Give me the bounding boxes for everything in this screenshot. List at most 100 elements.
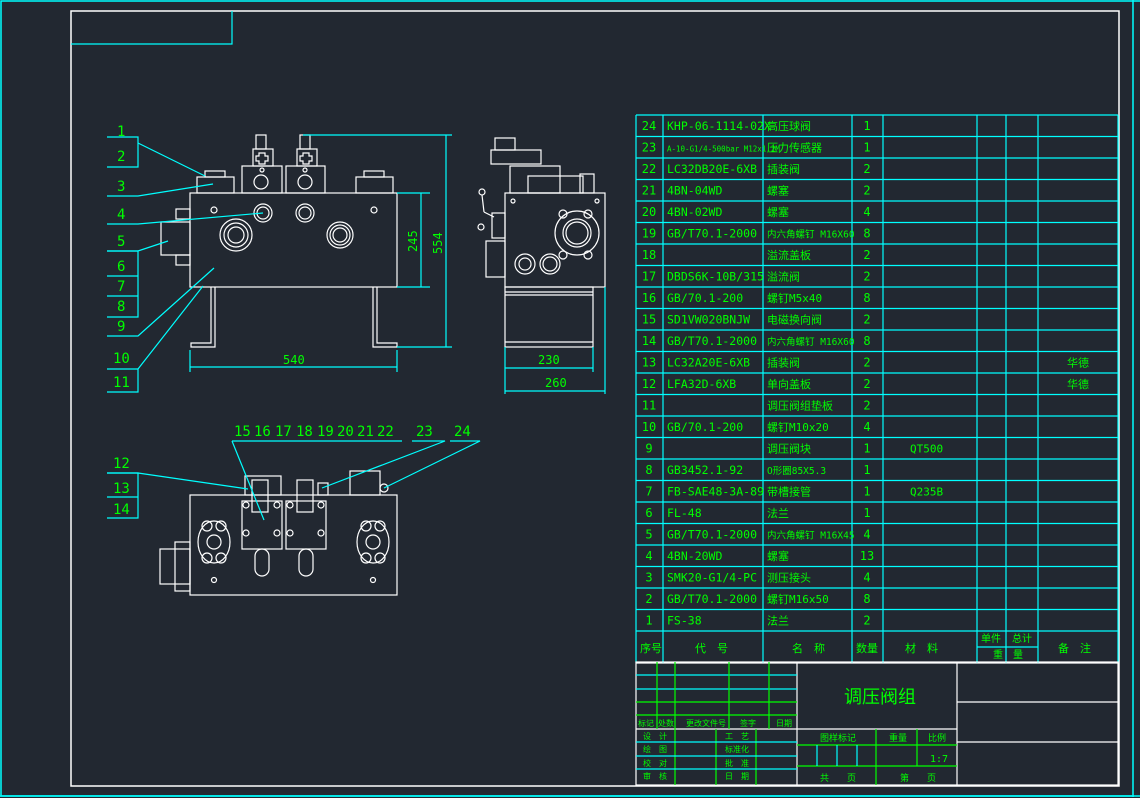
bom-cell-code: 4BN-02WD (667, 205, 722, 219)
bom-cell-code: GB/70.1-200 (667, 291, 743, 305)
dim-width-230: 230 (538, 353, 560, 367)
rev-header-sign: 签字 (740, 718, 756, 728)
drawing-code-box (71, 11, 233, 45)
bom-cell-no: 15 (642, 313, 656, 327)
bom-cell-code: GB/70.1-200 (667, 420, 743, 434)
bom-cell-code: GB/T70.1-2000 (667, 334, 757, 348)
balloon-18: 18 (296, 424, 313, 440)
bom-cell-name: 内六角螺钉 M16X60 (767, 336, 855, 348)
bom-cell-qty: 8 (863, 592, 870, 606)
label-review: 审 核 (643, 771, 667, 781)
balloon-6: 6 (117, 259, 125, 275)
balloon-16: 16 (254, 424, 271, 440)
bom-cell-qty: 2 (863, 248, 870, 262)
balloon-2: 2 (117, 149, 125, 165)
rev-header-date: 日期 (776, 719, 792, 728)
bom-cell-no: 12 (642, 377, 656, 391)
bom-cell-code: GB3452.1-92 (667, 463, 743, 477)
bom-cell-qty: 2 (863, 313, 870, 327)
bom-cell-name: 螺钉M16x50 (767, 593, 829, 606)
bom-cell-name: 内六角螺钉 M16X60 (767, 229, 855, 241)
bom-cell-remark: 华德 (1067, 377, 1089, 391)
label-stage: 图样标记 (820, 732, 856, 744)
bom-header-qty: 数量 (856, 642, 878, 655)
bom-cell-no: 20 (642, 205, 656, 219)
bom-cell-qty: 2 (863, 162, 870, 176)
side-view (477, 137, 606, 348)
bom-cell-no: 11 (642, 399, 656, 413)
bom-cell-name: 螺塞 (767, 184, 789, 198)
bom-cell-name: 法兰 (767, 506, 789, 520)
bom-cell-qty: 1 (863, 485, 870, 499)
balloon-8: 8 (117, 299, 125, 315)
balloon-7: 7 (117, 279, 125, 295)
bom-cell-no: 24 (642, 119, 656, 133)
balloon-10: 10 (113, 351, 130, 367)
bom-cell-no: 22 (642, 162, 656, 176)
bom-cell-no: 6 (645, 506, 652, 520)
dim-width-540: 540 (283, 353, 305, 367)
label-approve: 批 准 (725, 758, 749, 768)
bom-cell-name: O形圈85X5.3 (767, 465, 826, 477)
bom-cell-name: 内六角螺钉 M16X45 (767, 530, 855, 542)
bom-cell-no: 4 (645, 549, 652, 563)
bom-cell-code: FL-48 (667, 506, 702, 520)
bom-cell-code: GB/T70.1-2000 (667, 227, 757, 241)
rev-header-mark: 标记 (638, 718, 654, 728)
balloon-20: 20 (337, 424, 354, 440)
bom-cell-name: 压力传感器 (767, 142, 822, 155)
bom-cell-name: 调压阀组垫板 (767, 399, 833, 413)
bom-cell-no: 19 (642, 227, 656, 241)
rev-header-count: 处数 (658, 718, 674, 728)
bom-cell-code: FS-38 (667, 614, 702, 628)
label-sheet-no: 第 页 (900, 772, 936, 784)
drawing-title: 调压阀组 (844, 687, 916, 708)
bom-cell-no: 10 (642, 420, 656, 434)
bom-cell-material: Q235B (910, 486, 943, 499)
bom-header-weight: 重 量 (993, 648, 1023, 661)
bom-header-remark: 备 注 (1058, 641, 1091, 655)
bom-cell-qty: 1 (863, 463, 870, 477)
bom-cell-no: 17 (642, 270, 656, 284)
dim-height-245: 245 (406, 230, 420, 252)
label-process: 工 艺 (725, 732, 749, 741)
top-view-balloon-lines (107, 440, 481, 521)
balloon-5: 5 (117, 234, 125, 250)
bom-cell-qty: 2 (863, 270, 870, 284)
bom-cell-qty: 13 (860, 549, 874, 563)
balloon-9: 9 (117, 319, 125, 335)
top-view (159, 470, 398, 596)
bom-cell-qty: 8 (863, 291, 870, 305)
side-view-dimensions (504, 287, 606, 394)
bom-cell-code: 4BN-20WD (667, 549, 722, 563)
bom-header-total: 总计 (1012, 632, 1032, 645)
bom-cell-no: 3 (645, 571, 652, 585)
bom-cell-name: 螺塞 (767, 205, 789, 219)
bom-cell-name: 单向盖板 (767, 377, 811, 391)
balloon-23: 23 (416, 424, 433, 440)
bom-cell-qty: 1 (863, 141, 870, 155)
bom-cell-code: KHP-06-1114-02X (667, 119, 771, 133)
label-weight: 重量 (889, 732, 907, 744)
bom-cell-name: 高压球阀 (767, 119, 811, 133)
bom-cell-code: 4BN-04WD (667, 184, 722, 198)
bom-cell-name: 插装阀 (767, 356, 800, 370)
bom-cell-no: 18 (642, 248, 656, 262)
dim-width-260: 260 (545, 376, 567, 390)
bom-cell-no: 1 (645, 614, 652, 628)
bom-cell-code: A-10-G1/4-500bar M12x1.2M (667, 145, 780, 154)
bom-cell-code: GB/T70.1-2000 (667, 592, 757, 606)
bom-cell-qty: 2 (863, 184, 870, 198)
bom-cell-name: 插装阀 (767, 162, 800, 176)
bom-cell-name: 螺钉M10x20 (767, 421, 829, 434)
bom-cell-qty: 2 (863, 356, 870, 370)
title-block-lines (635, 661, 1119, 786)
balloon-11: 11 (113, 375, 130, 391)
bom-cell-no: 8 (645, 463, 652, 477)
bom-cell-qty: 4 (863, 528, 870, 542)
bom-grid (635, 114, 1119, 664)
bom-cell-no: 7 (645, 485, 652, 499)
rev-header-doc: 更改文件号 (686, 718, 726, 728)
